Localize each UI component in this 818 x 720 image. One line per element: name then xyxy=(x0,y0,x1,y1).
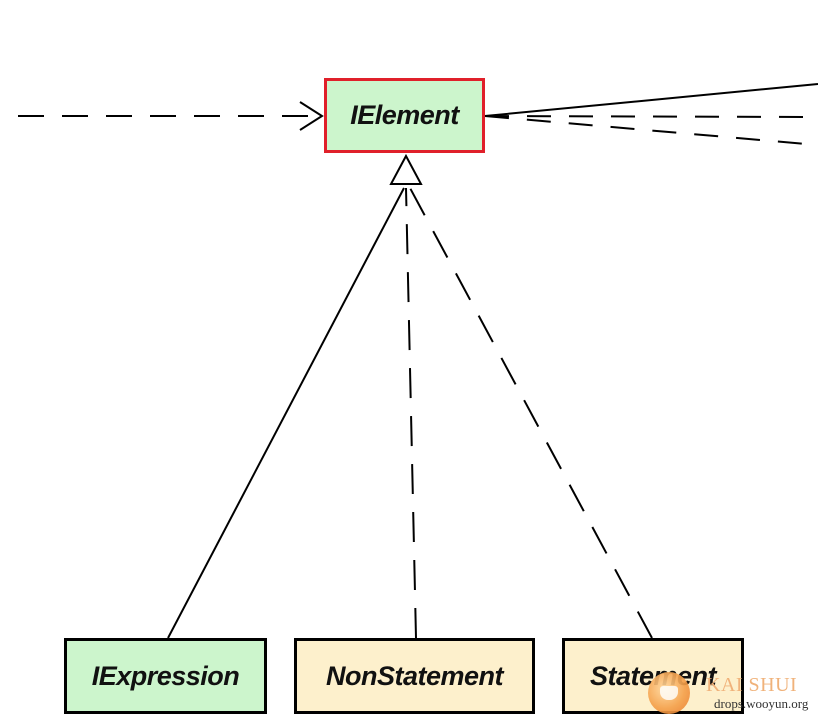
class-box-ielement[interactable]: IElement xyxy=(324,78,485,153)
hollow-triangle-arrowhead-ielement xyxy=(389,153,423,185)
class-box-nonstatement[interactable]: NonStatement xyxy=(294,638,535,714)
edge-ielement-to-external-right-dashed-1 xyxy=(484,115,818,118)
open-arrowhead-ielement xyxy=(299,101,324,131)
edge-statement-to-ielement xyxy=(409,187,653,639)
class-name-ielement: IElement xyxy=(350,100,459,130)
edge-nonstatement-to-ielement xyxy=(405,187,417,639)
edge-ielement-to-external-right-solid xyxy=(484,83,818,117)
edge-iexpression-to-ielement xyxy=(167,187,405,639)
class-name-nonstatement: NonStatement xyxy=(325,660,504,691)
edge-ielement-to-external-right-dashed-2 xyxy=(484,115,818,146)
watermark-brand-text: KAI SHUI xyxy=(706,674,798,696)
class-box-iexpression[interactable]: IExpression xyxy=(64,638,267,714)
class-name-iexpression: IExpression xyxy=(91,660,240,691)
site-watermark: KAI SHUI drops.wooyun.org xyxy=(644,668,814,718)
teacup-logo-icon xyxy=(648,672,690,714)
watermark-url-text: drops.wooyun.org xyxy=(714,696,809,711)
